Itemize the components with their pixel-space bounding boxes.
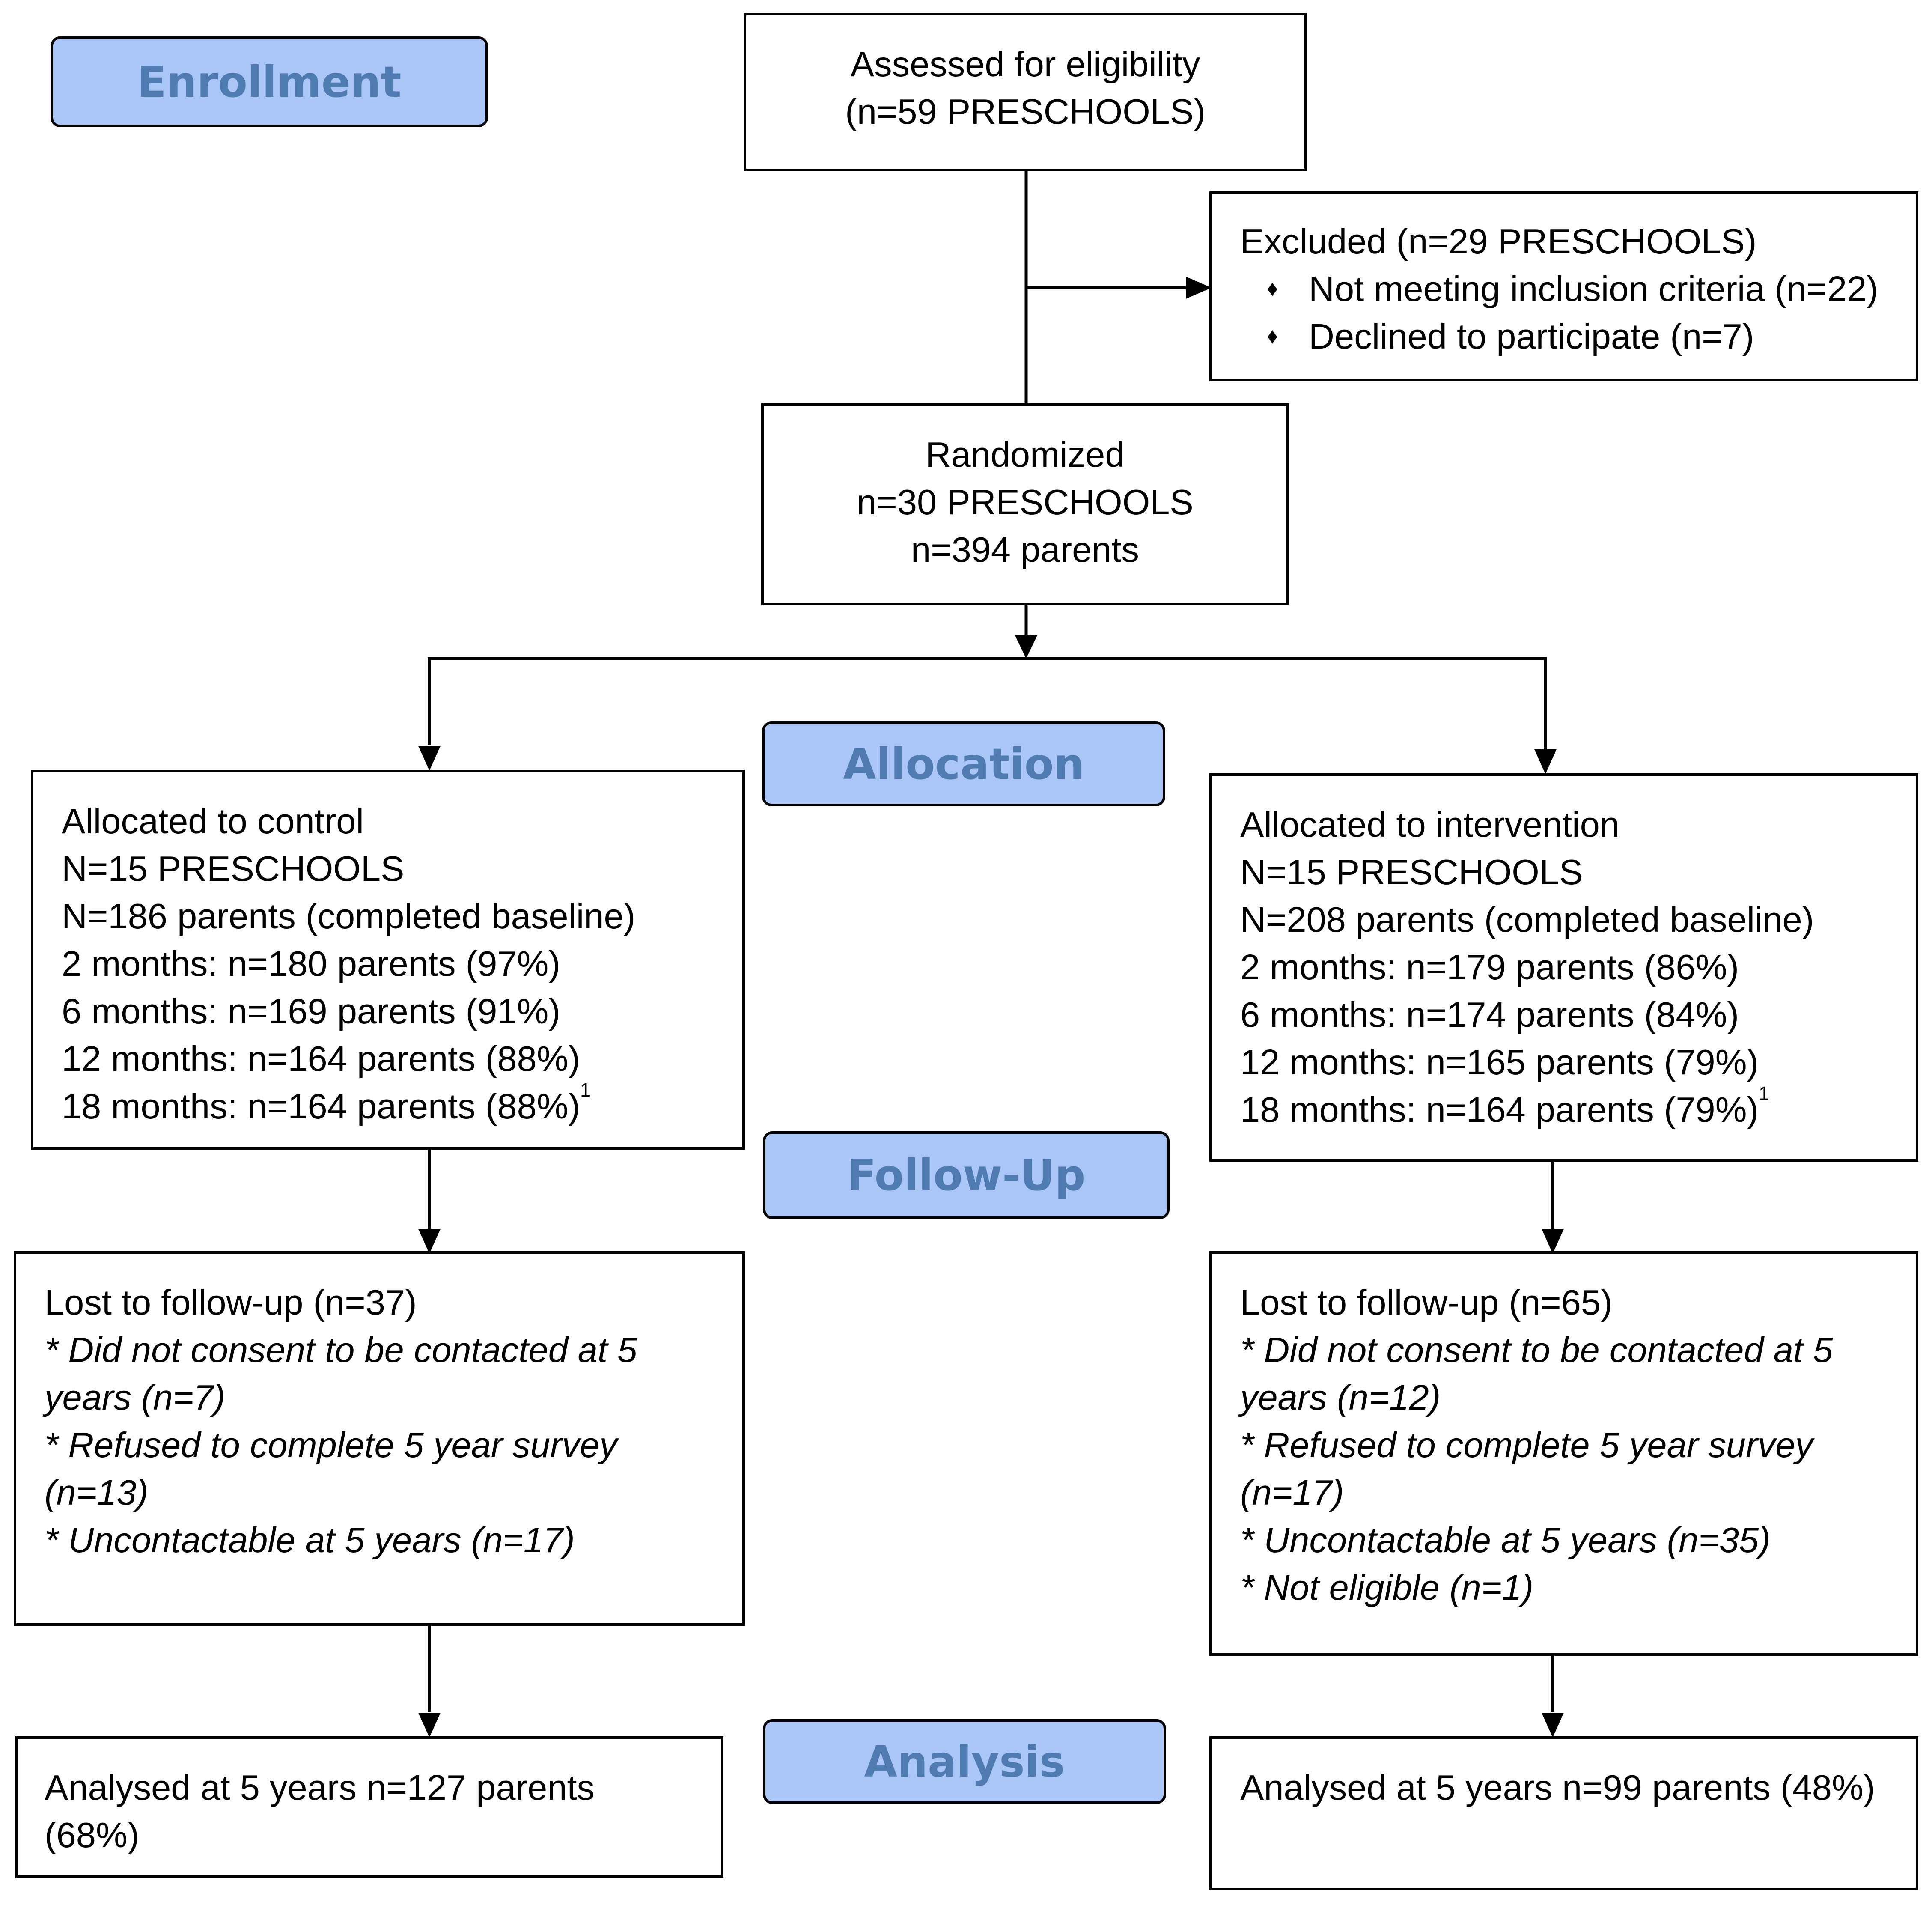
- arrowhead-control-analysed: [418, 1713, 441, 1738]
- excluded-item-label: Not meeting inclusion criteria (n=22): [1309, 269, 1878, 309]
- stage-enrollment: Enrollment: [51, 36, 488, 127]
- arrowhead-intervention-lost: [1542, 1229, 1564, 1254]
- randomized-parents: n=394 parents: [911, 530, 1139, 569]
- arrowhead-intervention-analysed: [1542, 1713, 1564, 1738]
- excluded-item: ♦ Not meeting inclusion criteria (n=22): [1240, 265, 1916, 313]
- control-line: N=186 parents (completed baseline): [62, 896, 636, 936]
- diamond-bullet-icon: ♦: [1267, 276, 1278, 301]
- intervention-line: N=15 PRESCHOOLS: [1240, 852, 1583, 892]
- control-line: 2 months: n=180 parents (97%): [62, 944, 560, 984]
- control-allocation-box: Allocated to control N=15 PRESCHOOLS N=1…: [31, 770, 745, 1150]
- intervention-lost-item: * Refused to complete 5 year survey: [1240, 1425, 1813, 1465]
- excluded-title: Excluded (n=29 PRESCHOOLS): [1240, 221, 1757, 261]
- control-lost-item: * Uncontactable at 5 years (n=17): [45, 1520, 575, 1560]
- stage-followup: Follow-Up: [763, 1131, 1170, 1219]
- control-line: 6 months: n=169 parents (91%): [62, 991, 560, 1031]
- control-analysed-line: (68%): [45, 1815, 140, 1855]
- intervention-analysed-line: Analysed at 5 years n=99 parents (48%): [1240, 1768, 1875, 1807]
- control-analysed-box: Analysed at 5 years n=127 parents (68%): [15, 1736, 723, 1878]
- control-line-text: 18 months: n=164 parents (88%): [62, 1086, 580, 1126]
- intervention-lost-item: (n=17): [1240, 1473, 1344, 1512]
- intervention-lost-item: years (n=12): [1240, 1377, 1441, 1417]
- arrowhead-randomized: [1015, 635, 1037, 659]
- intervention-line: N=208 parents (completed baseline): [1240, 900, 1814, 939]
- intervention-line: 6 months: n=174 parents (84%): [1240, 995, 1739, 1034]
- intervention-lost-item: * Not eligible (n=1): [1240, 1568, 1534, 1607]
- randomized-preschools: n=30 PRESCHOOLS: [857, 482, 1194, 522]
- arrowhead-excluded: [1186, 277, 1212, 299]
- assessed-label: Assessed for eligibility: [850, 44, 1200, 84]
- assessed-count: (n=59 PRESCHOOLS): [845, 92, 1206, 131]
- arrowhead-control: [418, 746, 441, 771]
- intervention-line: 12 months: n=165 parents (79%): [1240, 1042, 1759, 1082]
- stage-analysis: Analysis: [763, 1719, 1166, 1804]
- intervention-line-text: 18 months: n=164 parents (79%): [1240, 1090, 1759, 1130]
- assessed-box: Assessed for eligibility (n=59 PRESCHOOL…: [744, 13, 1307, 171]
- randomized-label: Randomized: [925, 435, 1125, 474]
- intervention-lost-title: Lost to follow-up (n=65): [1240, 1282, 1613, 1322]
- intervention-lost-item: * Uncontactable at 5 years (n=35): [1240, 1520, 1771, 1560]
- intervention-lost-item: * Did not consent to be contacted at 5: [1240, 1330, 1833, 1370]
- control-lost-item: years (n=7): [45, 1377, 226, 1417]
- control-lost-item: (n=13): [45, 1473, 149, 1512]
- intervention-line: 2 months: n=179 parents (86%): [1240, 947, 1739, 987]
- intervention-allocation-box: Allocated to intervention N=15 PRESCHOOL…: [1209, 773, 1918, 1162]
- control-lost-box: Lost to follow-up (n=37) * Did not conse…: [14, 1251, 745, 1626]
- excluded-box: Excluded (n=29 PRESCHOOLS) ♦ Not meeting…: [1209, 191, 1918, 381]
- control-line: 12 months: n=164 parents (88%): [62, 1039, 580, 1079]
- control-line: 18 months: n=164 parents (88%)1: [62, 1079, 742, 1130]
- randomized-box: Randomized n=30 PRESCHOOLS n=394 parents: [761, 403, 1289, 605]
- control-line: N=15 PRESCHOOLS: [62, 849, 405, 888]
- arrowhead-control-lost: [418, 1229, 441, 1254]
- intervention-lost-box: Lost to follow-up (n=65) * Did not conse…: [1209, 1251, 1918, 1656]
- excluded-item-label: Declined to participate (n=7): [1309, 316, 1754, 356]
- diamond-bullet-icon: ♦: [1267, 324, 1278, 349]
- intervention-line: Allocated to intervention: [1240, 805, 1619, 844]
- control-analysed-line: Analysed at 5 years n=127 parents: [45, 1768, 595, 1807]
- intervention-analysed-box: Analysed at 5 years n=99 parents (48%): [1209, 1736, 1918, 1890]
- control-lost-title: Lost to follow-up (n=37): [45, 1282, 417, 1322]
- arrowhead-intervention: [1534, 749, 1557, 774]
- stage-allocation: Allocation: [762, 721, 1165, 806]
- control-lost-item: * Did not consent to be contacted at 5: [45, 1330, 637, 1370]
- excluded-item: ♦ Declined to participate (n=7): [1240, 313, 1916, 360]
- footnote-marker: 1: [580, 1079, 591, 1101]
- control-lost-item: * Refused to complete 5 year survey: [45, 1425, 617, 1465]
- control-line: Allocated to control: [62, 801, 364, 841]
- intervention-line: 18 months: n=164 parents (79%)1: [1240, 1084, 1916, 1133]
- footnote-marker: 1: [1759, 1082, 1770, 1104]
